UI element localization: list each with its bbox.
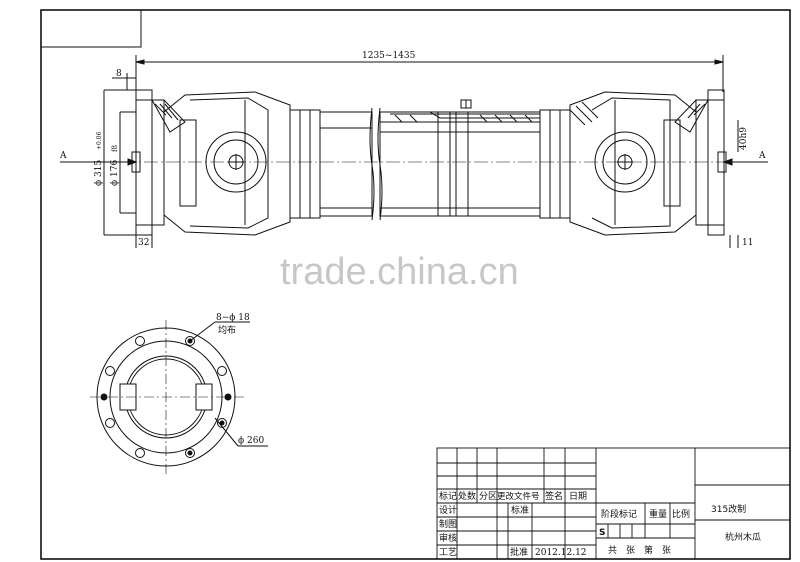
tb-stage-s: S (599, 528, 605, 538)
overall-length-label: 1235~1435 (362, 51, 416, 61)
tb-row-process: 工艺 (439, 547, 457, 558)
tb-weight: 重量 (649, 508, 667, 520)
view-label-right: A (758, 151, 766, 161)
spigot-diameter-label: ϕ 176 (110, 160, 120, 186)
left-spigot-length-label: 32 (138, 238, 149, 248)
tb-header-count: 处数 (458, 490, 476, 502)
tb-stage-mark: 阶段标记 (601, 508, 637, 520)
bolt-holes-label: 8−ϕ 18 (216, 313, 250, 323)
corner-box (40, 9, 142, 48)
tb-row-design: 设计 (439, 504, 457, 516)
shaft-elevation (60, 55, 768, 248)
tb-sheets: 共 张 第 张 (608, 544, 671, 556)
view-label-left: A (59, 151, 67, 161)
right-keyway-label: 40h9 (739, 127, 749, 150)
tb-drawing-title: 315改制 (711, 503, 746, 515)
flange-outer-diameter-label: ϕ 315 (94, 160, 104, 186)
bolt-circle-label: ϕ 260 (238, 436, 264, 446)
drawing-border (40, 9, 791, 560)
spigot-fit-label: f8 (111, 145, 119, 152)
tb-row-draw: 制图 (439, 518, 457, 530)
tb-standard: 标准 (511, 504, 529, 516)
flange-end-view (90, 320, 268, 474)
tb-header-zone: 分区 (479, 491, 497, 502)
bolt-holes-note: 均布 (218, 324, 236, 336)
right-flange-thickness-label: 11 (742, 238, 753, 248)
tb-row-review: 审核 (439, 532, 457, 544)
tb-header-mark: 标记 (439, 490, 457, 502)
tb-header-sign: 签名 (545, 490, 563, 502)
tb-header-change: 更改文件号 (497, 491, 540, 502)
title-block (436, 447, 791, 560)
left-flange-thickness-label: 8 (116, 69, 122, 79)
tb-date: 2012.12.12 (535, 548, 587, 558)
tb-approve: 批准 (510, 546, 528, 558)
tb-header-date: 日期 (569, 491, 587, 502)
tb-company: 杭州木瓜 (725, 531, 761, 543)
tb-scale: 比例 (672, 508, 690, 520)
flange-outer-tolerance-label: +0.06 (96, 131, 103, 150)
watermark: trade.china.cn (280, 251, 519, 293)
